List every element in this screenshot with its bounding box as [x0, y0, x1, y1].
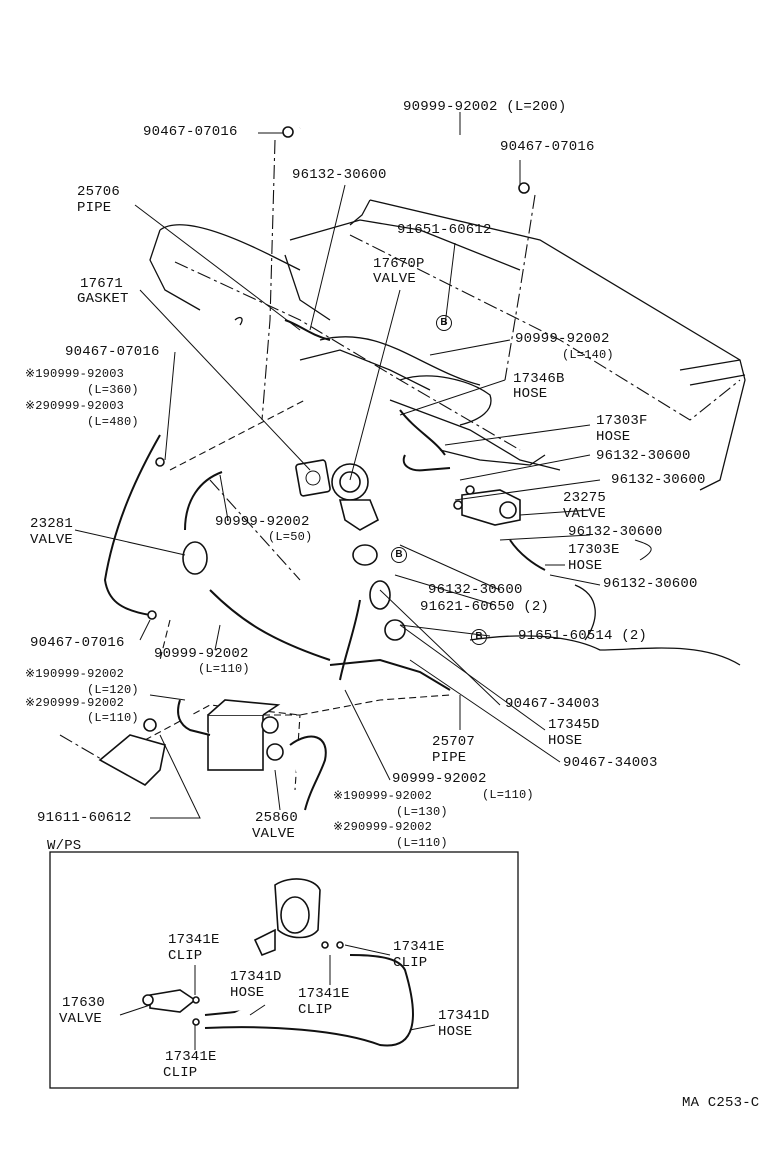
label-91651-60612: 91651-60612 — [397, 222, 492, 238]
label-17671: 17671 — [80, 276, 124, 292]
label-l140: (L=140) — [562, 348, 614, 362]
label-l360: (L=360) — [87, 383, 139, 397]
label-17341d-b: 17341D — [438, 1008, 490, 1024]
wps-hose-2 — [204, 954, 414, 1047]
label-90999-92002-l200: 90999-92002 (L=200) — [403, 99, 567, 115]
label-hose-a: HOSE — [230, 985, 265, 1001]
label-96132-30600-e: 96132-30600 — [428, 582, 523, 598]
label-23275: 23275 — [563, 490, 607, 506]
label-hose-17303f: HOSE — [596, 429, 631, 445]
label-clip-b: CLIP — [393, 955, 428, 971]
label-l110-b: (L=110) — [87, 711, 139, 725]
marker-b-3: B — [471, 629, 487, 645]
marker-b-1: B — [436, 315, 452, 331]
label-96132-30600-b: 96132-30600 — [596, 448, 691, 464]
label-valve-25860: VALVE — [252, 826, 296, 842]
vacuum-valve — [182, 541, 208, 575]
clip-top-left — [282, 126, 294, 138]
label-90999-92002-l110-c: 90999-92002 — [392, 771, 487, 787]
label-l480: (L=480) — [87, 415, 139, 429]
label-hose-17345d: HOSE — [548, 733, 583, 749]
gasket — [295, 459, 331, 497]
wps-box — [49, 851, 519, 1089]
label-23281: 23281 — [30, 516, 74, 532]
label-17630: 17630 — [62, 995, 106, 1011]
clip-top-right — [518, 182, 530, 194]
label-90999-92002-l50: 90999-92002 — [215, 514, 310, 530]
label-hose-17346b: HOSE — [513, 386, 548, 402]
label-l110-d: (L=110) — [396, 836, 448, 850]
label-91611-60612: 91611-60612 — [37, 810, 132, 826]
bracket — [98, 734, 166, 786]
label-90467-07016-right: 90467-07016 — [500, 139, 595, 155]
label-hose-17303e: HOSE — [568, 558, 603, 574]
label-190999-92003: ※190999-92003 — [25, 367, 125, 381]
label-90467-07016-d: 90467-07016 — [30, 635, 125, 651]
label-wps: W/PS — [47, 838, 82, 854]
engine-outline — [369, 199, 746, 491]
label-17346b: 17346B — [513, 371, 565, 387]
label-clip-d: CLIP — [163, 1065, 198, 1081]
label-91651-60514: 91651-60514 (2) — [518, 628, 648, 644]
label-valve: VALVE — [373, 271, 417, 287]
label-17341e-d: 17341E — [165, 1049, 217, 1065]
marker-b-2: B — [391, 547, 407, 563]
label-190999-92002-b: ※190999-92002 — [333, 789, 433, 803]
label-l120: (L=120) — [87, 683, 139, 697]
label-pipe-25707: PIPE — [432, 750, 467, 766]
label-17341e-a: 17341E — [168, 932, 220, 948]
label-valve-23275: VALVE — [563, 506, 607, 522]
label-pipe: PIPE — [77, 200, 112, 216]
label-valve-23281: VALVE — [30, 532, 74, 548]
label-96132-30600: 96132-30600 — [292, 167, 387, 183]
label-90467-34003-b: 90467-34003 — [563, 755, 658, 771]
label-190999-92002: ※190999-92002 — [25, 667, 125, 681]
label-l50: (L=50) — [268, 530, 313, 544]
label-90467-07016-left: 90467-07016 — [65, 344, 160, 360]
label-290999-92002: ※290999-92002 — [25, 696, 125, 710]
label-25860: 25860 — [255, 810, 299, 826]
label-clip-a: CLIP — [168, 948, 203, 964]
label-17341d-a: 17341D — [230, 969, 282, 985]
label-l110-c: (L=110) — [482, 788, 534, 802]
label-96132-30600-d: 96132-30600 — [568, 524, 663, 540]
label-25707: 25707 — [432, 734, 476, 750]
label-96132-30600-c: 96132-30600 — [611, 472, 706, 488]
label-17303e: 17303E — [568, 542, 620, 558]
label-96132-30600-f: 96132-30600 — [603, 576, 698, 592]
wps-valve — [149, 989, 197, 1013]
label-90467-07016: 90467-07016 — [143, 124, 238, 140]
label-25706: 25706 — [77, 184, 121, 200]
label-hose-b: HOSE — [438, 1024, 473, 1040]
label-17345d: 17345D — [548, 717, 600, 733]
label-clip-c: CLIP — [298, 1002, 333, 1018]
label-91621-60650: 91621-60650 (2) — [420, 599, 550, 615]
diagram-reference: MA C253-C — [682, 1095, 760, 1111]
label-90999-92002-l110: 90999-92002 — [154, 646, 249, 662]
label-290999-92002-b: ※290999-92002 — [333, 820, 433, 834]
label-17670p: 17670P — [373, 256, 425, 272]
label-l110-a: (L=110) — [198, 662, 250, 676]
label-valve-17630: VALVE — [59, 1011, 103, 1027]
label-90999-92002-l140: 90999-92002 — [515, 331, 610, 347]
label-gasket: GASKET — [77, 291, 129, 307]
left-long-hose — [103, 434, 161, 616]
label-l130: (L=130) — [396, 805, 448, 819]
label-17303f: 17303F — [596, 413, 648, 429]
label-17341e-c: 17341E — [298, 986, 350, 1002]
label-90467-34003-a: 90467-34003 — [505, 696, 600, 712]
label-17341e-b: 17341E — [393, 939, 445, 955]
label-290999-92003: ※290999-92003 — [25, 399, 125, 413]
bvsv-valve — [207, 714, 264, 771]
